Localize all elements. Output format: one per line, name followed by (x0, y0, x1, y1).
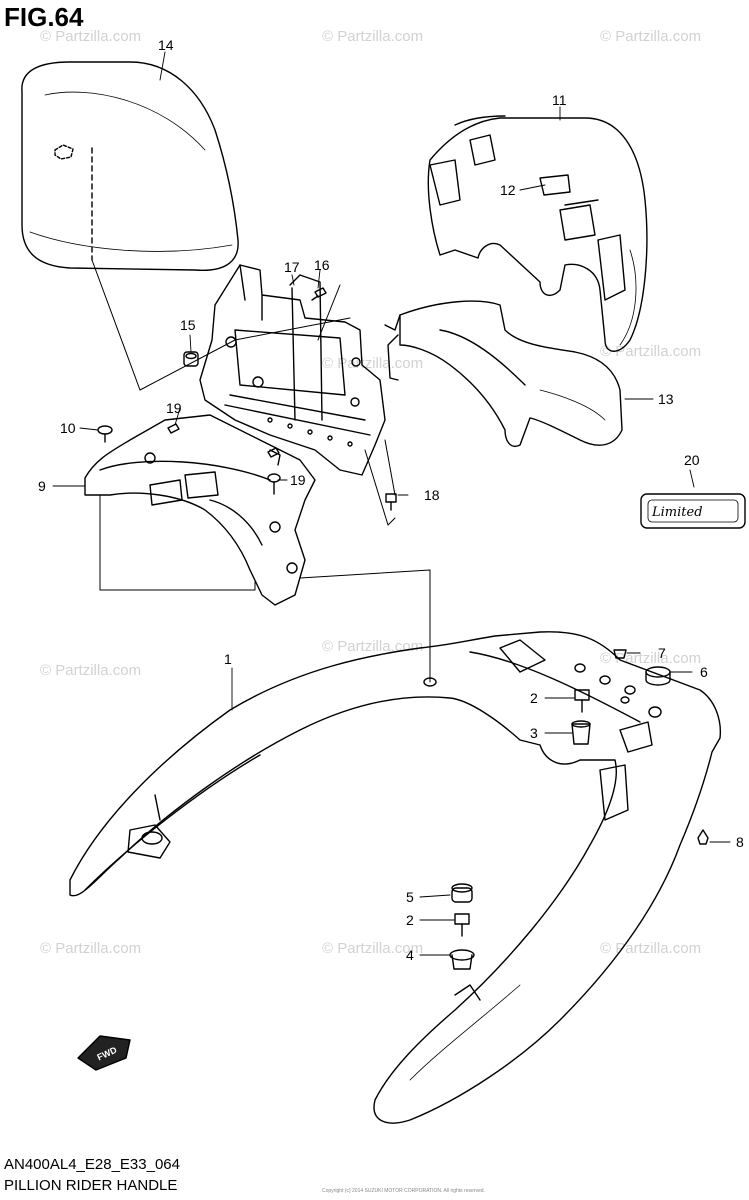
callout-2-lower: 2 (406, 912, 414, 928)
callout-5: 5 (406, 889, 414, 905)
fasteners (97, 287, 709, 970)
watermark: © Partzilla.com (40, 662, 142, 679)
callout-19-lower: 19 (290, 472, 306, 488)
limited-badge-part (640, 493, 746, 529)
callout-16: 16 (314, 257, 330, 273)
watermark: © Partzilla.com (322, 940, 424, 957)
figure-title: FIG.64 (4, 2, 84, 32)
section-name: PILLION RIDER HANDLE (4, 1177, 178, 1194)
callout-17: 17 (284, 259, 300, 275)
callout-19-upper: 19 (166, 400, 182, 416)
callout-20: 20 (684, 452, 700, 468)
copyright-notice: Copyright (c) 2014 SUZUKI MOTOR CORPORAT… (322, 1188, 485, 1194)
watermark: © Partzilla.com (322, 355, 424, 372)
pillion-handle-part (69, 631, 722, 1124)
watermark: © Partzilla.com (600, 28, 702, 45)
callout-1: 1 (224, 651, 232, 667)
watermark: © Partzilla.com (40, 940, 142, 957)
callout-9: 9 (38, 478, 46, 494)
limited-badge-text: Limited (651, 505, 703, 520)
assembly-lines (99, 284, 431, 683)
callout-13: 13 (658, 391, 674, 407)
seat-member-part (84, 414, 316, 606)
rear-cover-part (427, 115, 648, 352)
backrest-pad-part (21, 61, 239, 391)
callout-15: 15 (180, 317, 196, 333)
callout-7: 7 (658, 645, 666, 661)
callout-18: 18 (424, 487, 440, 503)
callout-4: 4 (406, 947, 414, 963)
model-code: AN400AL4_E28_E33_064 (4, 1156, 180, 1173)
lower-cover-part (384, 300, 623, 447)
callout-11: 11 (552, 92, 567, 108)
bracket-frame-part (199, 264, 386, 476)
watermark: © Partzilla.com (600, 343, 702, 360)
fwd-arrow-icon (77, 1035, 131, 1071)
callout-10: 10 (60, 420, 76, 436)
callout-6: 6 (700, 664, 708, 680)
watermark: © Partzilla.com (322, 28, 424, 45)
callout-12: 12 (500, 182, 516, 198)
leader-lines (52, 51, 731, 956)
callout-3: 3 (530, 725, 538, 741)
callout-2-upper: 2 (530, 690, 538, 706)
callout-8: 8 (736, 834, 744, 850)
watermark: © Partzilla.com (40, 28, 142, 45)
callout-14: 14 (158, 37, 174, 53)
